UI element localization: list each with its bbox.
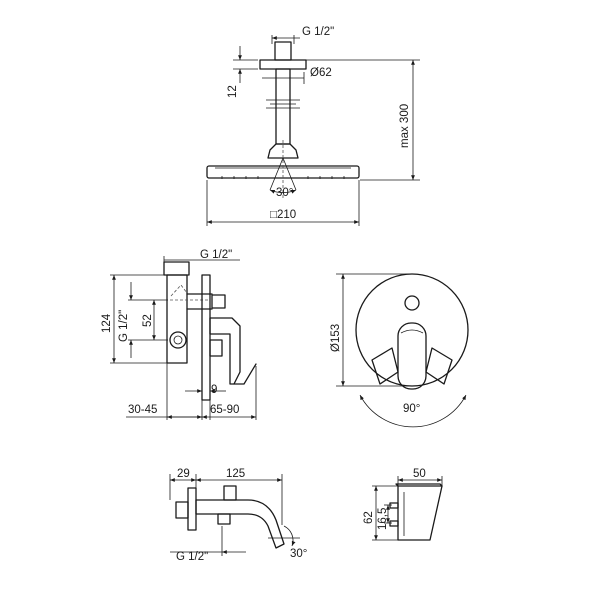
mixer-rotation-label: 90° (403, 403, 420, 415)
holder-hole-spacing-label: 16,5 (377, 508, 389, 530)
mixer-body (166, 274, 188, 364)
spout-view: 29 125 G 1/2" 30° (169, 468, 307, 563)
spout-collar (217, 513, 231, 525)
mixer-outlet-nipple (211, 294, 226, 309)
shower-head-view: G 1/2" Ø62 12 max 300 30° □210 (206, 26, 420, 226)
shower-thread-nipple (274, 41, 292, 61)
mixer-body-depth-label: 30-45 (128, 404, 157, 416)
mixer-diameter-label: Ø153 (330, 324, 342, 352)
mixer-outlet-thread-label: G 1/2" (200, 249, 232, 261)
handle-right-position (425, 347, 453, 385)
mixer-height-label: 124 (101, 313, 113, 333)
spout-angle-label: 30° (290, 548, 307, 560)
mixer-plate-depth-label: 9 (211, 384, 217, 396)
mixer-side-view: G 1/2" 124 G 1/2" 52 9 30-45 65-90 (101, 249, 257, 420)
shower-flange-height-label: 12 (227, 85, 239, 98)
shower-thread-label: G 1/2" (302, 26, 334, 38)
mixer-inlet-thread-label: G 1/2" (118, 310, 130, 342)
holder-height-label: 62 (363, 511, 375, 524)
mixer-front-view: Ø153 90° (330, 273, 469, 428)
spout-length-label: 125 (226, 468, 245, 480)
spout-thread-label: G 1/2" (176, 551, 208, 563)
spout-diverter-knob (223, 485, 237, 501)
mixer-handle-depth-label: 65-90 (210, 404, 239, 416)
holder-pin-top (389, 502, 399, 509)
spout-thread-nipple (175, 501, 189, 519)
shower-ball-joint (267, 143, 299, 159)
diverter-button (404, 295, 420, 311)
shower-tilt-angle-label: 30° (276, 187, 293, 199)
holder-pin-bottom (389, 520, 399, 527)
spout-wall-plate (187, 487, 197, 531)
mixer-handle (209, 317, 241, 385)
mixer-inlet (169, 331, 187, 349)
spout-body (195, 499, 285, 549)
holder-width-label: 50 (413, 468, 426, 480)
holder-view: 50 62 16,5 (363, 468, 443, 541)
mixer-inlet-offset-label: 52 (142, 314, 154, 327)
mixer-lever (233, 363, 257, 385)
mixer-handle-front (397, 322, 427, 390)
shower-head-size-label: □210 (270, 209, 296, 221)
shower-flange (259, 59, 307, 70)
spout-depth-label: 29 (177, 468, 190, 480)
mixer-top-cap (163, 261, 190, 276)
shower-max-length-label: max 300 (399, 104, 411, 148)
handle-left-position (371, 347, 399, 385)
mixer-wall-plate (201, 274, 211, 401)
holder-body (397, 485, 443, 541)
shower-flange-diameter-label: Ø62 (310, 67, 332, 79)
shower-arm (275, 68, 291, 145)
